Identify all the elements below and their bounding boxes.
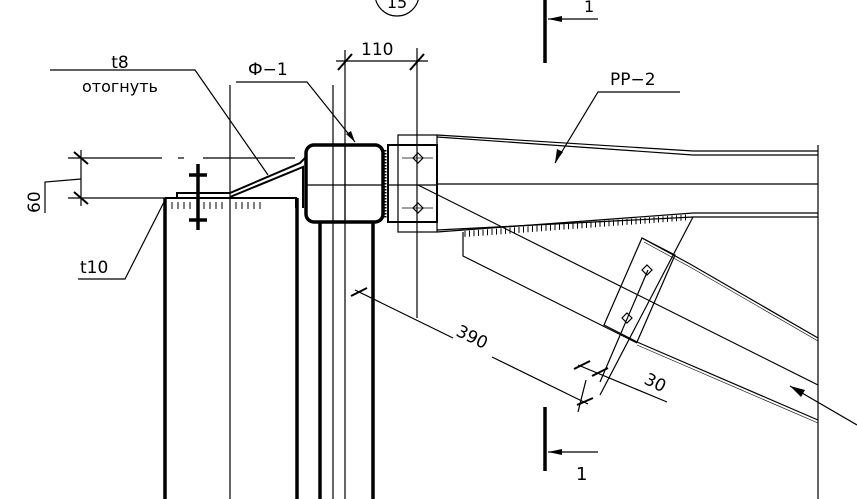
section-bottom-label: 1 xyxy=(576,464,587,485)
label-f1: Ф−1 xyxy=(236,60,356,143)
bent-plate-t8 xyxy=(176,157,306,208)
dimension-30: 30 xyxy=(573,360,669,403)
beam-rr2 xyxy=(436,134,818,237)
diagonal-brace xyxy=(417,184,819,424)
section-mark-bottom: 1 xyxy=(543,407,598,485)
bolt-symbol xyxy=(189,164,207,230)
label-rr2-text: РР−2 xyxy=(610,70,656,90)
bolt-hole-icon xyxy=(641,264,653,276)
dimension-110-label: 110 xyxy=(361,40,393,60)
label-rr2: РР−2 xyxy=(554,70,680,164)
left-column xyxy=(163,197,299,499)
label-t8-text: t8 xyxy=(111,53,128,73)
detail-marker: 15 xyxy=(375,0,419,17)
dimension-60-label: 60 xyxy=(25,191,45,213)
section-mark-top: 1 xyxy=(543,0,598,63)
dimension-390-label: 390 xyxy=(453,322,491,354)
bolt-hole-icon xyxy=(402,202,433,214)
column-f1 xyxy=(304,143,387,499)
label-t10: t10 xyxy=(78,199,166,280)
label-t10-text: t10 xyxy=(80,258,108,278)
axis-lines xyxy=(229,48,819,499)
label-t8: t8 отогнуть xyxy=(50,53,269,176)
label-t8-note: отогнуть xyxy=(82,77,158,96)
dimension-390: 390 xyxy=(350,287,594,413)
bolt-hole-icon xyxy=(402,152,433,164)
end-plate xyxy=(387,134,438,233)
dimension-60: 60 xyxy=(25,150,89,213)
dimension-110: 110 xyxy=(336,40,428,71)
section-top-label: 1 xyxy=(584,0,594,16)
center-line xyxy=(68,157,295,199)
detail-marker-label: 15 xyxy=(387,0,407,12)
bolt-hole-icon xyxy=(621,312,633,324)
label-f1-text: Ф−1 xyxy=(248,60,288,80)
force-arrow xyxy=(789,385,857,426)
